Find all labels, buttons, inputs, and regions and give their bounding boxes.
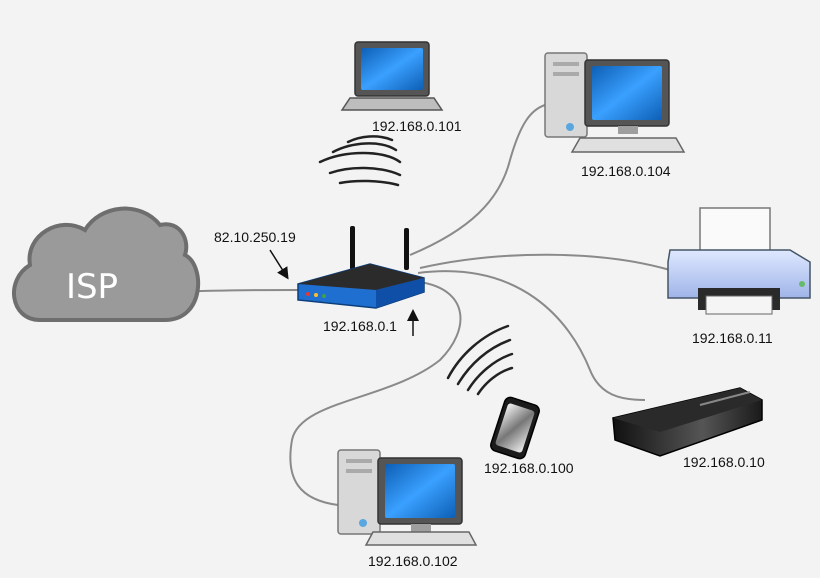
router (297, 226, 425, 309)
router-wan-ip-label: 82.10.250.19 (214, 229, 296, 245)
game-console (612, 387, 763, 457)
router-lan-ip-label: 192.168.0.1 (323, 318, 397, 334)
desktop-bottom (337, 449, 478, 546)
laptop-wifi-waves-icon (318, 135, 402, 187)
cables (175, 104, 671, 506)
desktop-top (544, 52, 686, 153)
isp-cloud: ISP (12, 206, 200, 322)
desktop-bottom-ip-label: 192.168.0.102 (368, 553, 458, 569)
phone (490, 396, 540, 460)
laptop-ip-label: 192.168.0.101 (372, 118, 462, 134)
isp-label: ISP (66, 267, 118, 307)
phone-wifi-waves-icon (446, 324, 514, 396)
cable-router-printer (419, 253, 671, 271)
laptop (340, 41, 444, 111)
cable-router-console (417, 270, 646, 401)
printer-ip-label: 192.168.0.11 (692, 330, 773, 346)
cable-router-desktop-bottom (289, 281, 462, 506)
phone-ip-label: 192.168.0.100 (484, 460, 574, 476)
console-ip-label: 192.168.0.10 (683, 454, 765, 470)
wan-arrow (269, 249, 289, 280)
printer (667, 207, 811, 315)
desktop-top-ip-label: 192.168.0.104 (581, 163, 671, 179)
cable-router-desktop-top (409, 104, 546, 256)
